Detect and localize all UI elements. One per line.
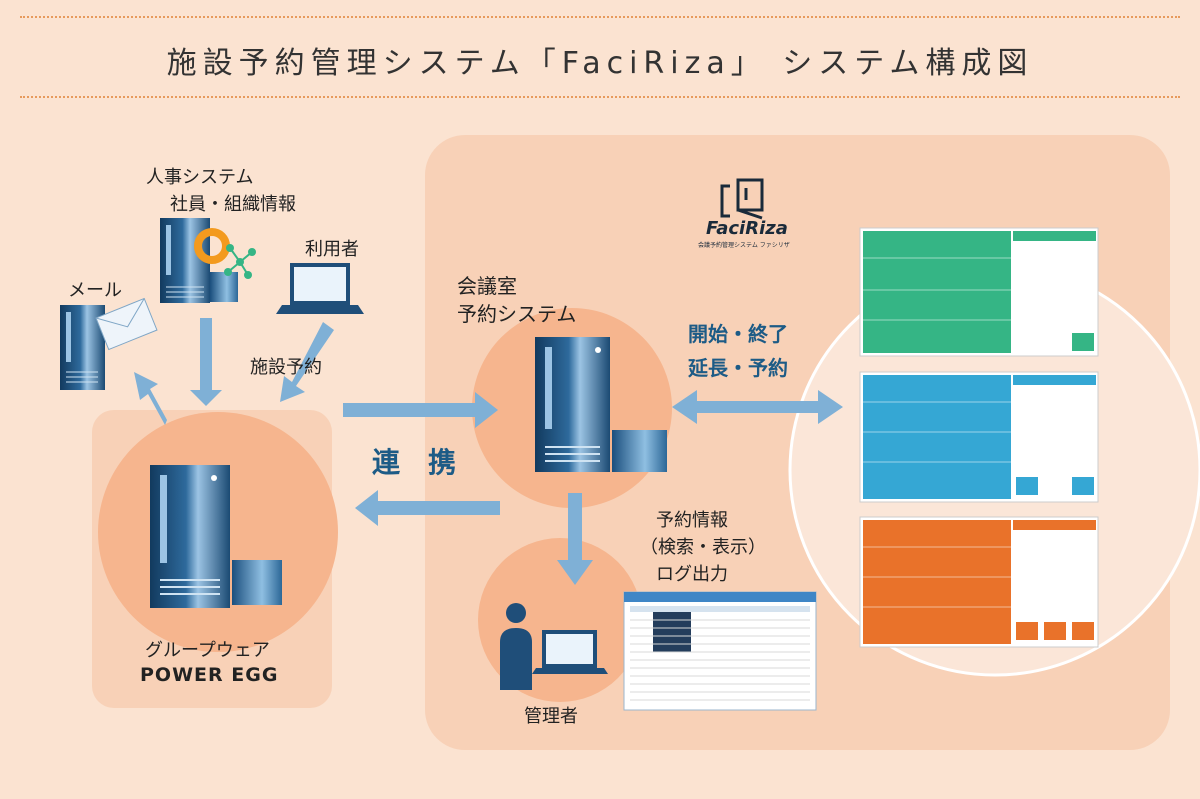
to-admin-arrow	[557, 493, 593, 585]
faciriza-tagline: 会議予約管理システム ファシリザ	[698, 242, 790, 249]
mail-label: メール	[68, 280, 122, 301]
link-label: 連 携	[372, 446, 457, 479]
booking-system-label: 予約システム	[457, 302, 577, 326]
top-divider	[20, 16, 1180, 18]
arrows	[134, 318, 843, 585]
page-title: 施設予約管理システム「FaciRiza」 システム構成図	[166, 46, 1034, 81]
tablet-green	[859, 227, 1099, 357]
admin-label: 管理者	[524, 706, 578, 727]
log-output-label: ログ出力	[656, 564, 728, 585]
title-divider	[20, 96, 1180, 98]
groupware-server-icon	[150, 465, 282, 608]
facility-booking-label: 施設予約	[250, 357, 322, 378]
to-groupware-arrow	[355, 490, 500, 526]
meeting-server-icon	[535, 337, 667, 472]
meeting-room-label: 会議室	[457, 274, 517, 298]
groupware-to-mail-arrow	[134, 372, 167, 425]
hr-to-groupware-arrow	[190, 318, 222, 406]
hr-info-label: 社員・組織情報	[170, 194, 296, 215]
booking-info-label: 予約情報	[656, 510, 728, 531]
tablet-cyan	[859, 371, 1099, 503]
hr-system-label: 人事システム	[146, 167, 254, 188]
extend-book-label: 延長・予約	[688, 356, 788, 380]
hr-server-icon	[160, 218, 256, 303]
start-end-label: 開始・終了	[688, 322, 788, 346]
power-egg-label: POWER EGG	[140, 664, 279, 686]
admin-person-icon	[500, 603, 608, 690]
faciriza-logo-mark	[720, 178, 764, 220]
faciriza-logo-text: FaciRiza	[706, 218, 788, 239]
search-display-label: （検索・表示）	[640, 537, 766, 558]
user-to-groupware-arrow	[280, 322, 334, 402]
groupware-label: グループウェア	[145, 640, 270, 661]
admin-screen-window	[623, 591, 817, 711]
two-way-arrow	[672, 390, 843, 424]
user-laptop-icon	[276, 263, 364, 314]
to-meeting-arrow	[343, 392, 498, 428]
user-label: 利用者	[305, 239, 359, 260]
envelope-icon	[95, 297, 158, 351]
tablet-orange	[859, 516, 1099, 648]
